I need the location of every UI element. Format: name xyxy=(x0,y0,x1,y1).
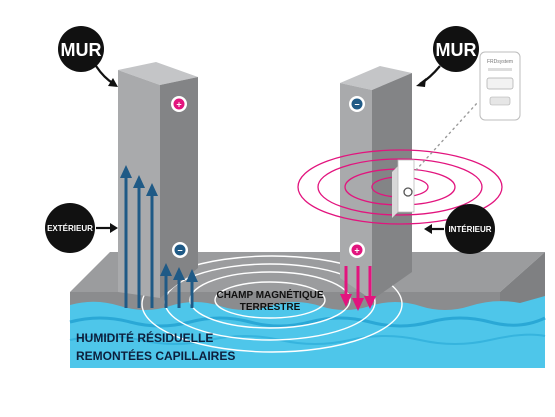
device-remote-icon: FRDsystem xyxy=(479,51,521,121)
svg-text:MUR: MUR xyxy=(436,40,477,60)
emit-ellipse-4 xyxy=(297,149,503,225)
right-wall-front xyxy=(340,83,372,300)
svg-text:−: − xyxy=(177,246,182,256)
blue-arrow-6-head xyxy=(186,269,198,282)
wall-pointer-left-head xyxy=(108,78,118,87)
svg-text:+: + xyxy=(354,246,359,256)
remote-brand: FRDsystem xyxy=(487,59,513,65)
right-wall-top xyxy=(340,66,412,90)
wall-pointer-right-head xyxy=(416,78,426,87)
minus-badge-right: − xyxy=(349,96,365,112)
water-band xyxy=(69,296,546,368)
water-wave-2 xyxy=(69,333,546,345)
device-side xyxy=(392,166,398,218)
water-body xyxy=(70,296,545,368)
field-ellipse-2 xyxy=(189,271,351,329)
blue-arrow-2-head xyxy=(133,175,145,188)
pink-arrow-1-head xyxy=(340,294,352,307)
pink-arrow-3-head xyxy=(364,296,376,309)
pink-arrows xyxy=(340,266,376,311)
svg-text:MUR: MUR xyxy=(61,40,102,60)
blue-arrow-5-head xyxy=(173,267,185,280)
svg-text:EXTÉRIEUR: EXTÉRIEUR xyxy=(47,224,93,233)
exterior-bubble: EXTÉRIEUR xyxy=(45,203,95,253)
exterior-pointer-head xyxy=(110,223,118,233)
field-ellipse-4 xyxy=(141,255,403,353)
blue-arrow-4-head xyxy=(160,263,172,276)
svg-text:−: − xyxy=(354,100,359,110)
remote-strip xyxy=(488,68,512,71)
minus-badge-left: − xyxy=(172,242,188,258)
wall-device xyxy=(392,159,415,218)
moisture-label-line2: REMONTÉES CAPILLAIRES xyxy=(76,348,235,363)
field-ellipse-1 xyxy=(214,281,326,319)
left-wall xyxy=(118,62,198,298)
blue-arrow-1-head xyxy=(120,165,132,178)
remote-leader-line xyxy=(415,101,479,171)
left-wall-top xyxy=(118,62,198,85)
field-label-line1: CHAMP MAGNÉTIQUE xyxy=(216,288,323,301)
svg-text:INTÉRIEUR: INTÉRIEUR xyxy=(448,225,491,234)
right-wall xyxy=(340,66,412,300)
interior-bubble: INTÉRIEUR xyxy=(445,204,495,254)
emit-ellipse-3 xyxy=(317,158,483,216)
wall-bubble-left: MUR xyxy=(58,26,104,72)
moisture-label-line1: HUMIDITÉ RÉSIDUELLE xyxy=(76,330,213,345)
water-wave-1 xyxy=(69,316,546,328)
remote-screen xyxy=(486,77,514,90)
wall-bubble-right: MUR xyxy=(433,26,479,72)
remote-display xyxy=(489,96,511,106)
svg-text:+: + xyxy=(176,100,181,110)
device-button xyxy=(403,187,413,197)
plus-badge-right: + xyxy=(349,242,365,258)
blue-arrow-3-head xyxy=(146,183,158,196)
blue-arrows xyxy=(120,165,198,308)
left-wall-side xyxy=(160,77,198,298)
pink-arrow-2-head xyxy=(352,298,364,311)
device-body xyxy=(397,159,415,213)
interior-pointer-head xyxy=(424,224,432,234)
plus-badge-left: + xyxy=(171,96,187,112)
field-label-line2: TERRESTRE xyxy=(240,302,301,313)
